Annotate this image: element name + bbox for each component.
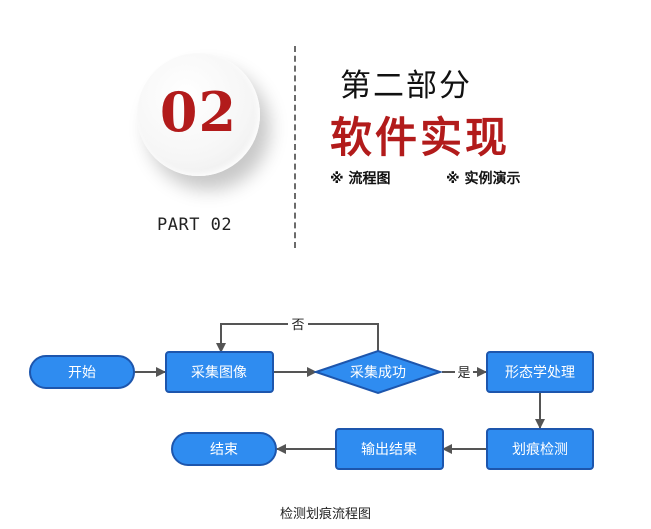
edge-label-yes: 是 (457, 366, 470, 381)
edge-label-yes-bg (455, 363, 473, 381)
dashed-divider (294, 46, 296, 248)
section-title: 第二部分 (340, 68, 472, 104)
node-output-shape (335, 428, 444, 470)
node-end-shape (171, 432, 277, 466)
node-capture-label: 采集图像 (191, 364, 247, 381)
node-start-label: 开始 (68, 365, 96, 381)
section-number-badge: 02 (137, 53, 260, 176)
node-decision-shape (312, 349, 444, 395)
node-decision-label: 采集成功 (350, 364, 406, 381)
node-end-label: 结束 (210, 442, 238, 458)
node-detect-shape (486, 428, 594, 470)
section-number: 02 (159, 79, 238, 144)
flowchart-caption: 检测划痕流程图 (279, 507, 371, 522)
section-item-flowchart: ※ 流程图 (330, 171, 391, 187)
edge-label-no: 否 (291, 318, 304, 333)
section-item-demo: ※ 实例演示 (446, 171, 521, 187)
node-start-shape (29, 355, 135, 389)
section-subtitle: 软件实现 (330, 113, 511, 162)
node-morph-shape (486, 351, 594, 393)
node-capture-shape (165, 351, 274, 393)
part-label: PART 02 (157, 215, 233, 235)
edge-label-no-bg (288, 315, 308, 333)
node-output-label: 输出结果 (361, 442, 417, 458)
node-detect-label: 划痕检测 (512, 442, 568, 458)
node-morph-label: 形态学处理 (505, 365, 575, 381)
